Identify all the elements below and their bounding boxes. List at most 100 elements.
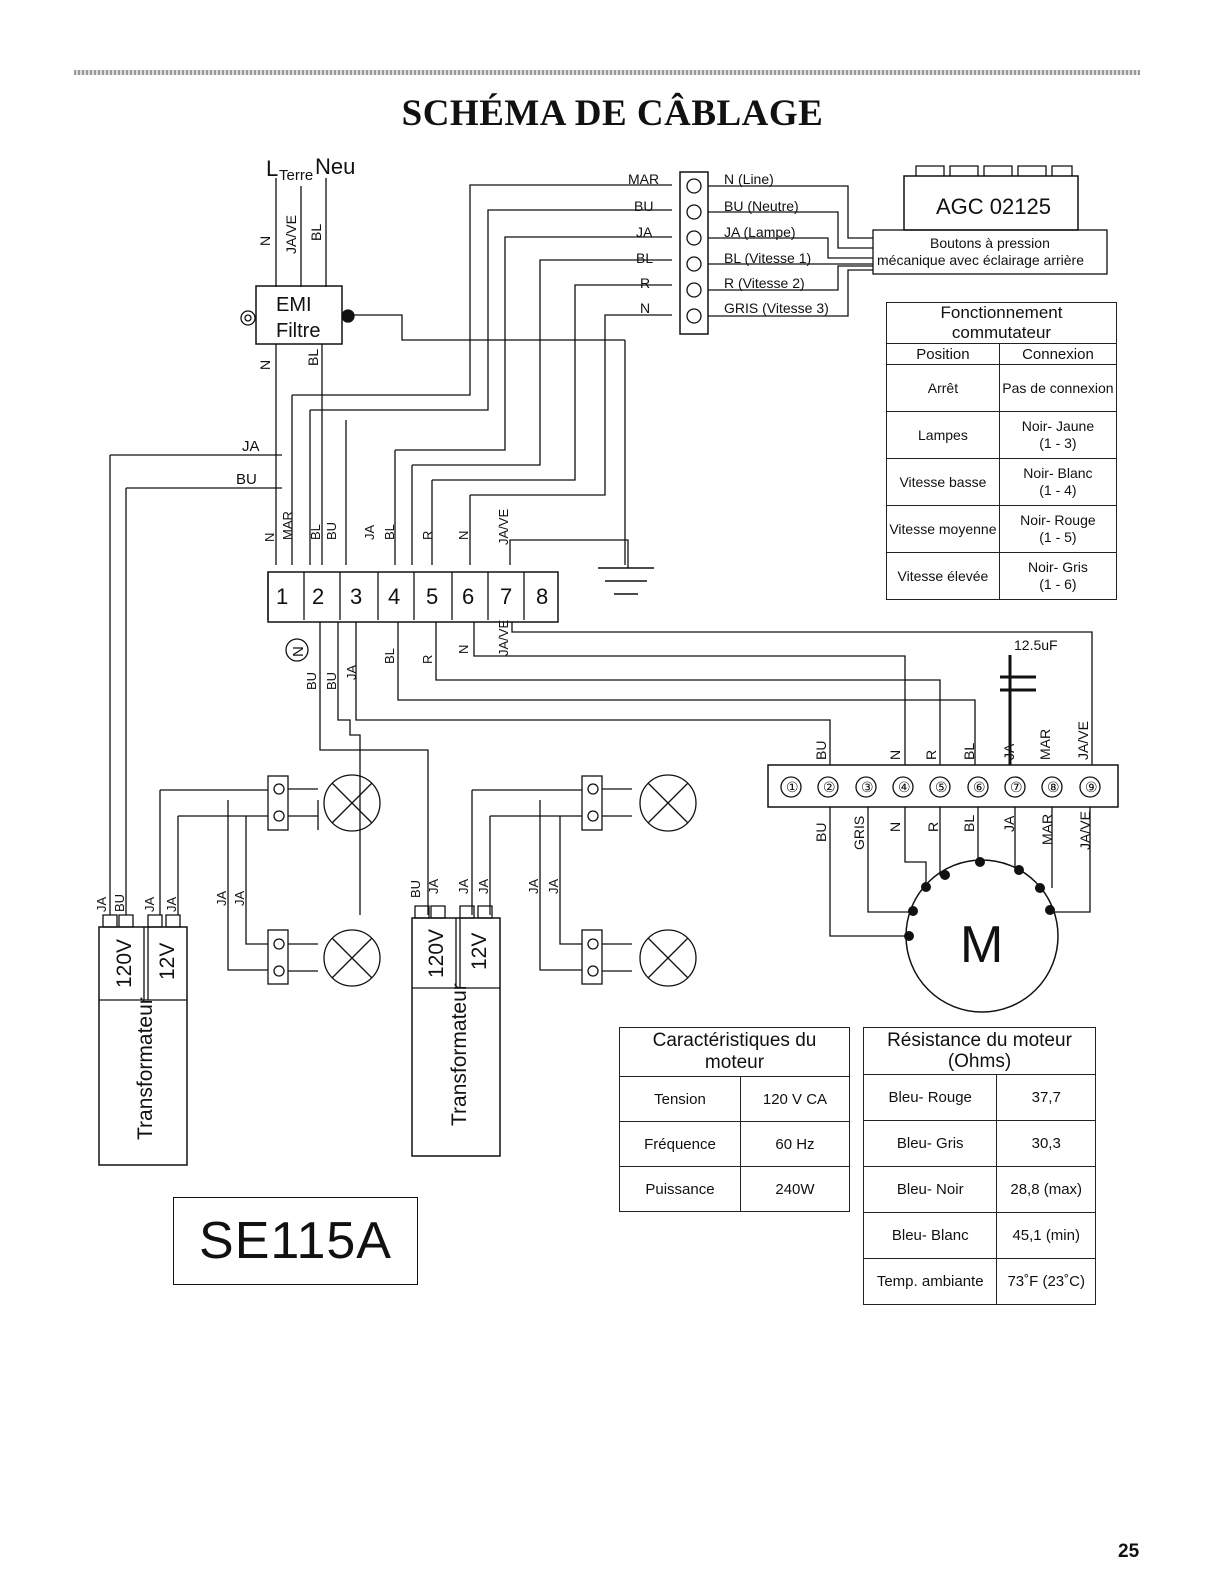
neutral-mark: N — [290, 646, 307, 657]
motor-wire-bottom: R — [925, 822, 941, 832]
wire-label-ja: JA — [362, 525, 377, 541]
motor-wire-top: BL — [961, 743, 977, 760]
motor-terminal-block — [767, 764, 1119, 808]
wire-label-ja: JA — [94, 897, 109, 913]
resistance-value: 45,1 (min) — [996, 1212, 1096, 1259]
motor-wire-bottom: N — [887, 822, 903, 832]
terminal-label: 8 — [536, 584, 548, 609]
supply-l-label: L — [266, 156, 278, 181]
motor-wire-top: R — [923, 750, 939, 760]
resistance-key: Bleu- Noir — [862, 1166, 998, 1213]
motor-label: M — [960, 916, 1003, 974]
wire-label-ja: JA — [232, 891, 247, 907]
connector-right-label: R (Vitesse 2) — [724, 275, 805, 291]
wire-label-ja: JA — [242, 438, 260, 455]
motor-terminal-label: ⑥ — [973, 779, 986, 795]
switch-module-line1: Boutons à pression — [930, 235, 1050, 251]
transformer-120v: 120V — [113, 939, 136, 988]
resistance-value: 30,3 — [996, 1120, 1096, 1167]
wire-label-bl: BL — [305, 349, 321, 366]
switch-table-header: Connexion — [998, 343, 1118, 365]
terminal-label: 4 — [388, 584, 400, 609]
wire-label-bl: BL — [308, 224, 324, 241]
switch-position: Arrêt — [886, 364, 1000, 412]
switch-connection-pins: (1 - 5) — [1039, 529, 1077, 545]
transformer-120v: 120V — [425, 929, 448, 978]
emi-filter-label: Filtre — [276, 320, 320, 342]
terminal-label: 2 — [312, 584, 324, 609]
motor-terminal-label: ⑨ — [1085, 779, 1098, 795]
lamp-group-right — [471, 774, 697, 987]
wire-label-n: N — [257, 236, 273, 246]
motor-terminal-label: ② — [823, 779, 836, 795]
wire-label-mar: MAR — [280, 511, 295, 540]
motor-wire-bottom: BL — [961, 815, 977, 832]
connector-left-label: BL — [636, 250, 653, 266]
switch-module-model: AGC 02125 — [936, 194, 1051, 219]
motor-wire-top: BU — [813, 741, 829, 760]
motor-resistance-title-line2: (Ohms) — [947, 1051, 1012, 1072]
motor-char-value: 240W — [739, 1166, 851, 1212]
connector-left-label: MAR — [628, 171, 659, 187]
resistance-value: 73˚F (23˚C) — [996, 1258, 1096, 1305]
resistance-key: Bleu- Rouge — [862, 1074, 998, 1121]
motor-wire-top: MAR — [1037, 729, 1053, 760]
wire-label-n: N — [262, 533, 277, 542]
terminal-label: 1 — [276, 584, 288, 609]
motor-resistance-title: Résistance du moteur(Ohms) — [863, 1027, 1096, 1075]
wire-label-bl: BL — [382, 524, 397, 540]
motor-terminal-label: ① — [786, 779, 799, 795]
switch-connection-pins: (1 - 4) — [1039, 482, 1077, 498]
connector-right-label: GRIS (Vitesse 3) — [724, 300, 829, 316]
connector-left-label: JA — [636, 224, 653, 240]
switch-operation-table: Fonctionnement commutateur Position Conn… — [886, 302, 1118, 600]
wire-label-bl: BL — [308, 524, 323, 540]
wire-label-bu: BU — [408, 880, 423, 898]
wire-label-bu: BU — [324, 672, 339, 690]
switch-connection: Noir- Jaune(1 - 3) — [998, 411, 1118, 459]
wire-label-ja: JA — [456, 879, 471, 895]
lamp-icon — [323, 929, 381, 987]
capacitor-label: 12.5uF — [1014, 637, 1058, 653]
transformer-label: Transformateur — [134, 997, 157, 1140]
supply-neu-label: Neu — [315, 154, 355, 179]
terminal-label: 5 — [426, 584, 438, 609]
switch-position: Lampes — [886, 411, 1000, 459]
transformer-right: 120V 12V Transformateur — [411, 905, 501, 1157]
wire-label-ja: JA — [426, 879, 441, 895]
wire-label-n: N — [456, 531, 471, 540]
motor-char-value: 60 Hz — [739, 1121, 851, 1167]
switch-connection: Noir- Blanc(1 - 4) — [998, 458, 1118, 506]
motor-terminal-label: ③ — [861, 779, 874, 795]
motor-terminal-label: ④ — [898, 779, 911, 795]
neutral-symbol — [285, 638, 309, 662]
connector-left-label: BU — [634, 198, 653, 214]
motor-terminal-label: ⑧ — [1047, 779, 1060, 795]
motor-terminal-label: ⑤ — [935, 779, 948, 795]
switch-connection: Pas de connexion — [998, 364, 1118, 412]
switch-connection-text: Noir- Rouge — [1020, 512, 1096, 528]
motor-wire-top: JA/VE — [1075, 721, 1091, 760]
switch-connection-text: Pas de connexion — [1002, 379, 1114, 396]
connector-right-label: BL (Vitesse 1) — [724, 250, 811, 266]
connector-left-label: N — [640, 300, 650, 316]
wire-label-bu: BU — [304, 672, 319, 690]
wire-label-ja: JA — [344, 665, 359, 681]
wire-label-bu: BU — [236, 471, 257, 488]
wire-label-r: R — [420, 531, 435, 540]
supply-terre-label: Terre — [279, 167, 313, 184]
wire-label-jave: JA/VE — [496, 620, 511, 656]
switch-connection-pins: (1 - 6) — [1039, 576, 1077, 592]
switch-position: Vitesse moyenne — [886, 505, 1000, 553]
motor-wire-bottom: BU — [813, 823, 829, 842]
wire-label-r: R — [420, 655, 435, 664]
wire-label-ja: JA — [546, 879, 561, 895]
switch-connection-text: Noir- Jaune — [1021, 418, 1095, 434]
terminal-block: 1 2 3 4 5 6 7 8 — [267, 571, 559, 623]
transformer-12v: 12V — [468, 933, 491, 970]
switch-module-line2: mécanique avec éclairage arrière — [877, 252, 1084, 268]
lamp-icon — [323, 774, 381, 832]
